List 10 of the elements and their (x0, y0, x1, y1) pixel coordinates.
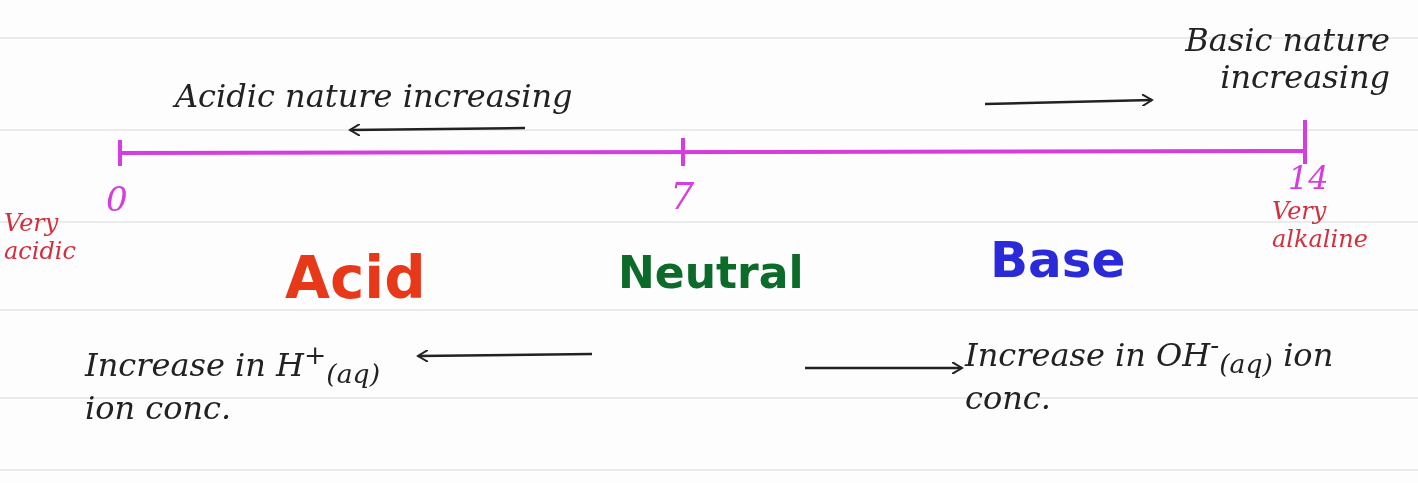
region-heading: Acid (285, 245, 427, 312)
region-heading: Neutral (618, 248, 805, 299)
scale-number: 0 (106, 180, 129, 220)
end-note: Very alkaline (1272, 198, 1369, 254)
end-note: Very acidic (4, 210, 77, 266)
scale-number: 7 (670, 175, 696, 219)
scale-number: 14 (1288, 160, 1330, 197)
scale-note: Basic nature increasing (1184, 22, 1390, 96)
region-heading: Base (990, 232, 1127, 290)
trend-note: Increase in OH$^{-}$$_{(aq)}$ ion conc. (965, 330, 1335, 417)
